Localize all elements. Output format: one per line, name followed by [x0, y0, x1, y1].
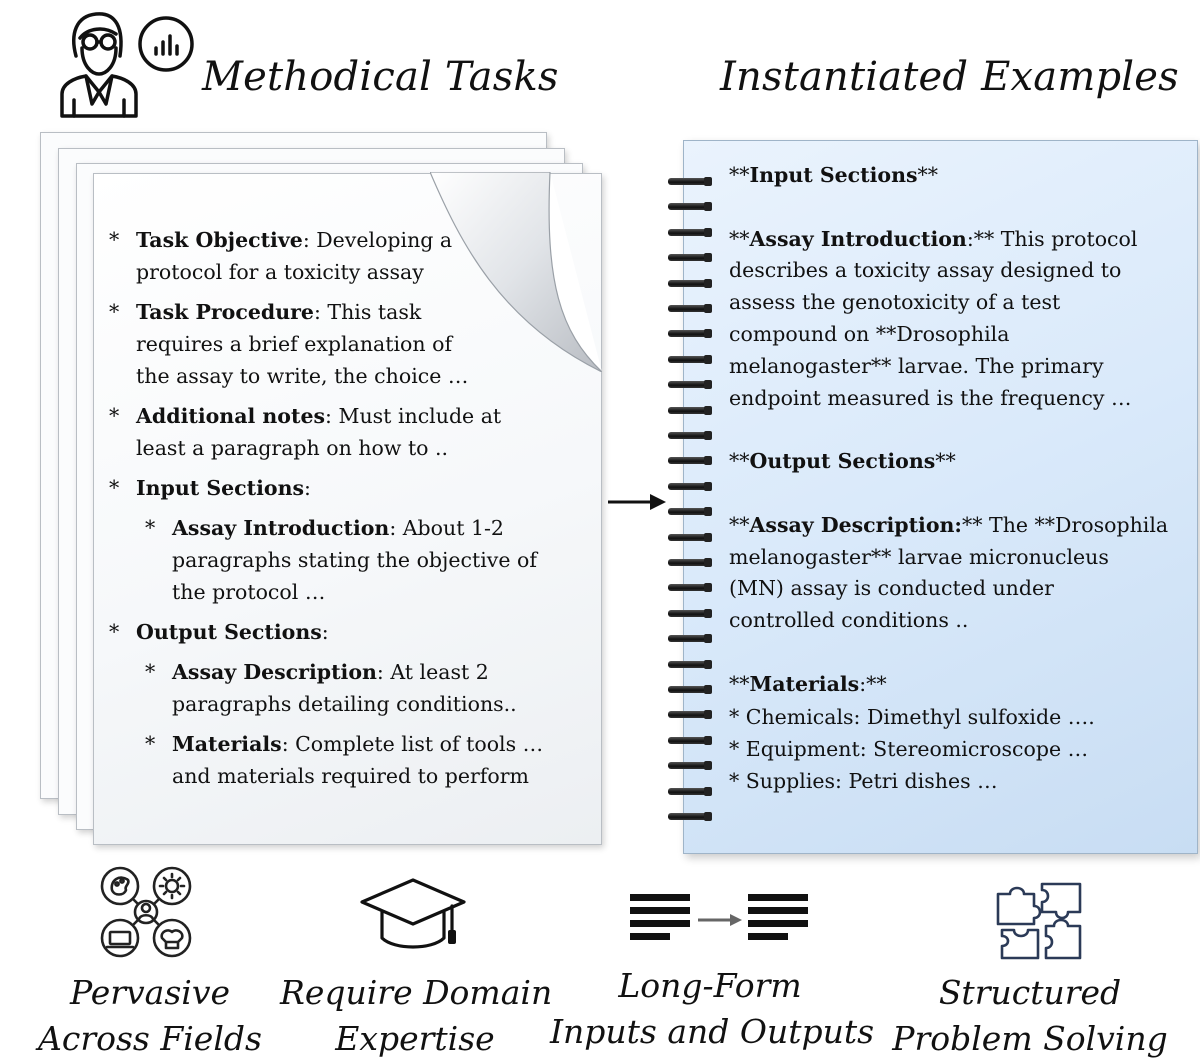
graduation-cap-icon [358, 872, 468, 962]
notebook-desc-line: controlled conditions .. [729, 608, 969, 633]
task-item-input-sections: * Input Sections: [109, 472, 549, 504]
spiral-ring [668, 710, 712, 720]
task-list: * Task Objective: Developing a protocol … [109, 224, 549, 800]
spiral-ring [668, 405, 712, 415]
notebook-output-header: **Output Sections** [729, 449, 956, 474]
task-subitem-assay-introduction: * Assay Introduction: About 1-2 paragrap… [145, 512, 552, 608]
notebook-intro-line: endpoint measured is the frequency … [729, 385, 1132, 410]
task-item-label: Task Objective [136, 228, 303, 252]
spiral-ring [668, 558, 712, 567]
task-item-text: : About 1-2 paragraphs stating the objec… [172, 516, 537, 604]
task-item-procedure: * Task Procedure: This task requires a b… [109, 296, 476, 392]
task-item-label: Assay Introduction [172, 516, 390, 540]
title-instantiated-examples: Instantiated Examples [720, 54, 1179, 100]
spiral-ring [668, 431, 712, 440]
notebook-materials-header: **Materials:** [729, 671, 887, 696]
spiral-ring [668, 583, 712, 593]
fields-network-icon [96, 862, 196, 962]
spiral-ring [668, 202, 712, 212]
task-subitem-materials: * Materials: Complete list of tools … an… [145, 728, 572, 792]
spiral-ring [668, 608, 712, 618]
notebook-intro-line: assess the genotoxicity of a test [729, 290, 1061, 315]
puzzle-icon [994, 880, 1086, 962]
notebook-intro-line: **Assay Introduction:** This protocol [729, 226, 1138, 251]
task-item-label: Output Sections [136, 620, 322, 644]
notebook-intro-line: compound on **Drosophila [729, 321, 1010, 346]
spiral-ring [668, 278, 712, 288]
spiral-ring [668, 481, 712, 491]
task-item-label: Additional notes [136, 404, 326, 428]
bullet: * [145, 732, 156, 756]
task-item-output-sections: * Output Sections: [109, 616, 549, 648]
bullet: * [109, 620, 120, 644]
task-item-text: : Complete list of tools … and materials… [172, 732, 544, 788]
spiral-ring [668, 812, 712, 821]
spiral-ring [668, 177, 712, 186]
spiral-ring [668, 354, 712, 364]
bullet: * [145, 660, 156, 684]
task-item-text: : [321, 620, 329, 644]
task-item-label: Task Procedure [136, 300, 314, 324]
task-item-label: Input Sections [136, 476, 305, 500]
task-item-label: Assay Description [172, 660, 377, 684]
spiral-ring [668, 253, 712, 263]
notebook-intro-line: describes a toxicity assay designed to [729, 258, 1122, 283]
notebook-material-line: * Supplies: Petri dishes … [729, 768, 998, 793]
researcher-chart-icon [52, 4, 202, 122]
spiral-ring [668, 659, 712, 669]
spiral-ring [668, 304, 712, 313]
spiral-ring [668, 329, 712, 339]
spiral-ring [668, 227, 712, 237]
notebook-material-line: * Chemicals: Dimethyl sulfoxide …. [729, 704, 1095, 729]
spiral-ring [668, 735, 712, 745]
notebook-input-header: **Input Sections** [729, 163, 939, 187]
spiral-ring [668, 456, 712, 466]
notebook-desc-line: **Assay Description:** The **Drosophila [729, 512, 1169, 537]
right-arrow-icon [606, 490, 666, 514]
task-item-text: : At least 2 paragraphs detailing condit… [172, 660, 517, 716]
notebook-content: **Input Sections** **Assay Introduction:… [729, 160, 1189, 797]
spiral-ring [668, 532, 712, 542]
task-item-text: : [304, 476, 311, 500]
page-curl-icon [429, 171, 603, 373]
spiral-ring [668, 685, 712, 694]
bullet: * [109, 228, 120, 252]
notebook-page [683, 140, 1198, 854]
task-item-objective: * Task Objective: Developing a protocol … [109, 224, 454, 288]
bullet: * [109, 476, 120, 500]
bullet: * [109, 300, 120, 324]
spiral-ring [668, 634, 712, 644]
spiral-ring [668, 380, 712, 390]
notebook-desc-line: (MN) assay is conducted under [729, 576, 1054, 601]
task-item-text: : Must include at least a paragraph on h… [136, 404, 502, 460]
task-item-text: : Developing a protocol for a toxicity a… [136, 228, 453, 284]
title-methodical-tasks: Methodical Tasks [202, 54, 559, 100]
text-transform-icon [628, 890, 810, 948]
task-subitem-assay-description: * Assay Description: At least 2 paragrap… [145, 656, 537, 720]
task-item-label: Materials [172, 732, 282, 756]
bullet: * [109, 404, 120, 428]
task-item-text: : This task requires a brief explanation… [136, 300, 469, 388]
spiral-ring [668, 507, 712, 517]
spiral-ring [668, 786, 712, 796]
spiral-ring [668, 761, 712, 771]
task-item-notes: * Additional notes: Must include at leas… [109, 400, 511, 464]
notebook-material-line: * Equipment: Stereomicroscope … [729, 736, 1089, 761]
bullet: * [145, 516, 156, 540]
notebook-desc-line: melanogaster** larvae micronucleus [729, 544, 1109, 569]
notebook-intro-line: melanogaster** larvae. The primary [729, 353, 1104, 378]
